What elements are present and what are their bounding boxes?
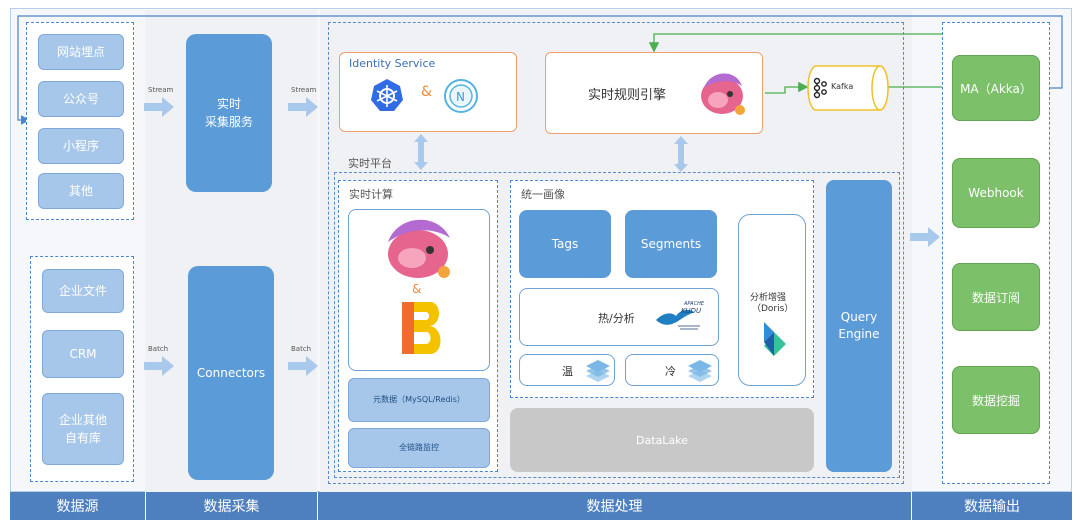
identity-service-label: Identity Service — [349, 57, 436, 70]
kafka-label: Kafka — [831, 82, 854, 91]
output-data-subscription[interactable]: 数据订阅 — [952, 263, 1040, 331]
source-other[interactable]: 其他 — [38, 173, 124, 209]
amp-sign: & — [421, 84, 432, 100]
source-official-account[interactable]: 公众号 — [38, 81, 124, 117]
unified-profile-label: 统一画像 — [521, 188, 565, 201]
nacos-icon: N — [444, 79, 478, 113]
arrow-batch-1-icon — [144, 356, 174, 376]
column-label-process: 数据处理 — [318, 492, 912, 520]
full-link-monitor[interactable]: 全链路监控 — [348, 428, 490, 468]
kudu-label: KUDU — [681, 307, 702, 315]
output-ma-akka[interactable]: MA（Akka） — [952, 55, 1040, 121]
identity-service-box[interactable] — [339, 52, 517, 132]
cold-label: 冷 — [665, 365, 676, 378]
column-label-collect: 数据采集 — [146, 492, 318, 520]
doris-label: （Doris） — [752, 304, 794, 314]
kubernetes-icon — [371, 79, 403, 111]
process-group — [328, 22, 904, 484]
arrow-stream-1-icon — [144, 97, 174, 117]
arrow-batch-2-icon — [288, 356, 318, 376]
hot-analysis-label: 热/分析 — [598, 312, 635, 325]
batch-label-1: Batch — [148, 345, 169, 353]
query-engine-block[interactable]: Query Engine — [826, 180, 892, 472]
kudu-icon — [656, 309, 700, 330]
svg-text:N: N — [456, 90, 465, 104]
doris-icon — [764, 322, 786, 356]
segments-block[interactable]: Segments — [625, 210, 717, 278]
engine-platform-double-arrow-icon — [674, 136, 688, 172]
warm-label: 温 — [562, 365, 573, 378]
engine-to-kafka-line — [765, 81, 809, 94]
output-webhook[interactable]: Webhook — [952, 158, 1040, 228]
kafka-icon — [813, 77, 827, 99]
tags-block[interactable]: Tags — [519, 210, 611, 278]
kafka-cylinder — [807, 65, 889, 111]
compute-amp-sign: & — [412, 282, 422, 296]
source-mini-program[interactable]: 小程序 — [38, 128, 124, 164]
realtime-platform-group — [334, 172, 900, 478]
storage-stack-icon — [586, 360, 610, 382]
metadata-store[interactable]: 元数据（MySQL/Redis） — [348, 378, 490, 422]
apache-label: APACHE — [684, 301, 705, 307]
source-website-tracking[interactable]: 网站埋点 — [38, 34, 124, 70]
column-label-source: 数据源 — [10, 492, 146, 520]
hot-analysis-box[interactable] — [519, 288, 719, 346]
rule-engine-label: 实时规则引擎 — [588, 88, 667, 103]
flink-squirrel-icon — [701, 73, 745, 115]
source-crm[interactable]: CRM — [42, 330, 124, 378]
blink-icon — [402, 302, 441, 354]
feedback-line — [17, 15, 1063, 125]
batch-label-2: Batch — [291, 345, 312, 353]
datalake-block[interactable]: DataLake — [510, 408, 814, 472]
analysis-boost-label: 分析增强 — [750, 293, 787, 303]
stream-label-2: Stream — [291, 86, 317, 94]
storage-stack-cold-icon — [688, 360, 712, 382]
identity-platform-double-arrow-icon — [414, 134, 428, 170]
stream-label-1: Stream — [148, 86, 174, 94]
output-data-mining[interactable]: 数据挖掘 — [952, 366, 1040, 434]
realtime-compute-label: 实时计算 — [349, 188, 393, 201]
connectors-block[interactable]: Connectors — [188, 266, 274, 480]
flink-compute-icon — [388, 219, 450, 278]
realtime-platform-label: 实时平台 — [348, 157, 392, 170]
realtime-collect-service[interactable]: 实时 采集服务 — [186, 34, 272, 192]
arrow-stream-2-icon — [288, 97, 318, 117]
doris-box[interactable] — [738, 214, 806, 386]
arrow-process-output-icon — [910, 227, 940, 247]
column-label-output: 数据输出 — [912, 492, 1072, 520]
source-enterprise-other-db[interactable]: 企业其他 自有库 — [42, 393, 124, 465]
source-enterprise-files[interactable]: 企业文件 — [42, 269, 124, 313]
